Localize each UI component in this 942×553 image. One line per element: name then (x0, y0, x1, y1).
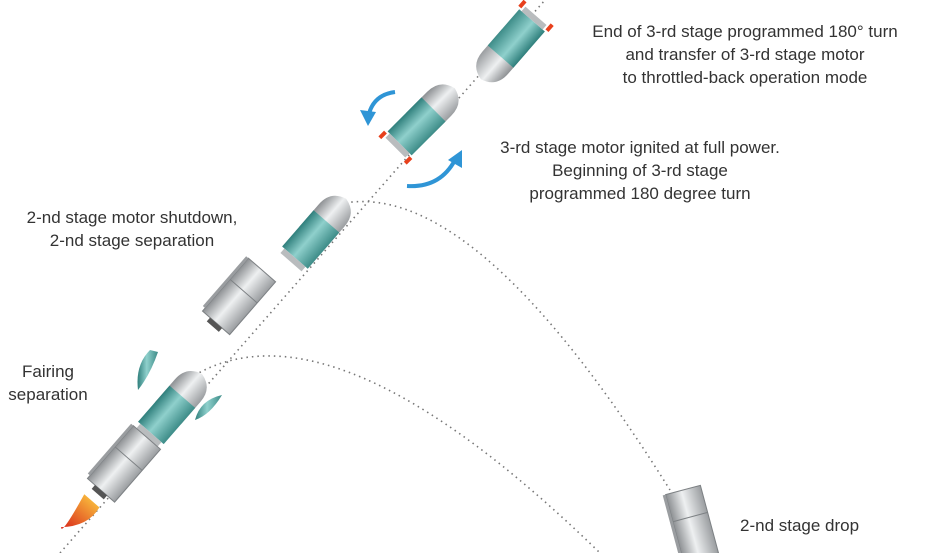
second-stage-separated (196, 255, 277, 339)
label-line: to throttled-back operation mode (622, 68, 868, 87)
label-line: 3-rd stage motor ignited at full power. (500, 138, 780, 157)
label-line: and transfer of 3-rd stage motor (625, 45, 865, 64)
label-ignition: 3-rd stage motor ignited at full power. … (465, 136, 815, 205)
rotation-arrow-icon (406, 159, 457, 189)
fairing-half-left (137, 350, 158, 390)
second-stage-fall-trajectory (334, 200, 671, 491)
trajectory-paths (59, 0, 671, 553)
rocket-full-with-fairing (61, 362, 215, 529)
label-line: Fairing (22, 362, 74, 381)
fairing-half-right (195, 395, 222, 420)
fairing-fall-trajectory (189, 355, 601, 553)
label-line: 2-nd stage drop (740, 516, 860, 535)
third-stage-turning (378, 76, 467, 165)
third-stage-end-of-turn (468, 0, 554, 91)
label-line: Beginning of 3-rd stage (552, 161, 728, 180)
label-line: 2-nd stage separation (49, 231, 215, 250)
label-line: programmed 180 degree turn (529, 184, 751, 203)
third-stage-after-separation (278, 187, 359, 274)
label-drop: 2-nd stage drop (740, 514, 859, 537)
label-end-of-turn: End of 3-rd stage programmed 180° turn a… (560, 20, 930, 89)
label-shutdown: 2-nd stage motor shutdown, 2-nd stage se… (2, 206, 262, 252)
label-line: End of 3-rd stage programmed 180° turn (592, 22, 898, 41)
label-line: 2-nd stage motor shutdown, (26, 208, 238, 227)
label-line: separation (8, 385, 88, 404)
flame-icon (61, 494, 100, 529)
second-stage-dropped (662, 484, 721, 553)
label-fairing: Fairing separation (0, 360, 98, 406)
